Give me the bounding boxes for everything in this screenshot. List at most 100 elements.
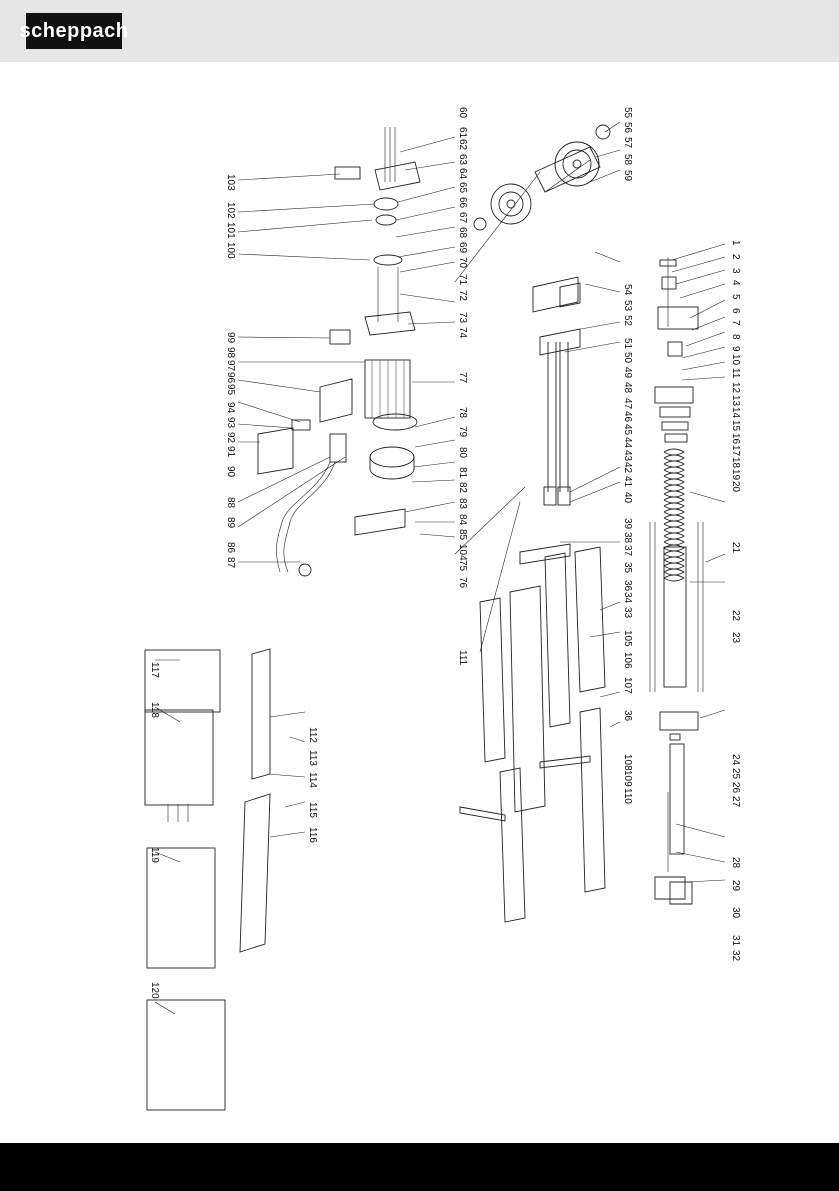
callout-41: 41 [622,476,633,488]
mesh-panels [144,648,271,1111]
callout-26: 26 [730,782,741,794]
page-header: scheppach [0,0,839,62]
callout-118: 118 [149,702,160,718]
callout-97: 97 [225,360,236,372]
callout-64: 64 [457,168,468,180]
callout-73: 73 [457,312,468,324]
callout-74: 74 [457,327,468,339]
callout-31: 31 [730,935,741,947]
callout-83: 83 [457,498,468,510]
callout-77: 77 [457,372,468,384]
wheel-assembly [473,124,611,231]
callout-54: 54 [622,284,633,296]
callout-14: 14 [730,407,741,419]
callout-120: 120 [149,982,160,999]
callout-3: 3 [730,268,741,274]
callout-113: 113 [307,750,318,766]
callout-111: 111 [457,650,468,666]
callout-109: 109 [622,770,633,787]
callout-116: 116 [307,827,318,843]
callout-51: 51 [622,338,633,350]
callout-100: 100 [225,242,236,259]
callout-110: 110 [622,788,633,804]
callout-9: 9 [730,346,741,352]
callout-72: 72 [457,290,468,302]
callout-4: 4 [730,280,741,286]
callout-59: 59 [622,170,633,182]
callout-108: 108 [622,754,633,771]
callout-81: 81 [457,467,468,479]
callout-90: 90 [225,466,236,478]
callout-30: 30 [730,907,741,919]
callout-60: 60 [457,107,468,119]
callout-20: 20 [730,481,741,493]
motor-assembly [329,127,421,536]
callout-62: 62 [457,139,468,151]
callout-29: 29 [730,880,741,892]
callout-34: 34 [622,592,633,604]
callout-65: 65 [457,182,468,194]
callout-46: 46 [622,411,633,423]
callout-114: 114 [307,772,318,788]
callout-105: 105 [622,630,633,647]
callout-12: 12 [730,382,741,394]
callout-115: 115 [307,802,318,818]
callout-23: 23 [730,632,741,644]
callout-45: 45 [622,424,633,436]
callout-24: 24 [730,754,741,766]
callout-16: 16 [730,433,741,445]
callout-35: 35 [622,562,633,574]
callout-6: 6 [730,308,741,314]
callout-21: 21 [730,542,741,554]
callout-11: 11 [730,368,741,379]
callout-2: 2 [730,254,741,260]
callout-112: 112 [307,727,318,743]
callout-78: 78 [457,407,468,419]
callout-32: 32 [730,950,741,962]
callout-52: 52 [622,315,633,327]
callout-27: 27 [730,796,741,808]
callout-87: 87 [225,557,236,569]
callout-88: 88 [225,497,236,509]
callout-69: 69 [457,242,468,254]
callout-43: 43 [622,450,633,462]
callout-85: 85 [457,529,468,541]
callout-76: 76 [457,577,468,589]
callout-39: 39 [622,518,633,530]
callout-93: 93 [225,417,236,429]
callout-84: 84 [457,514,468,526]
callout-5: 5 [730,294,741,300]
callout-98: 98 [225,347,236,359]
callout-99: 99 [225,332,236,344]
callout-53: 53 [622,300,633,312]
callout-102: 102 [225,202,236,219]
callout-101: 101 [225,222,236,239]
callout-leaders [154,121,726,1015]
callout-61: 61 [457,127,468,139]
callout-38: 38 [622,532,633,544]
callout-15: 15 [730,420,741,432]
control-box-assembly [257,378,353,577]
callout-labels: 1 2 3 4 5 6 7 8 9 10 11 12 13 14 15 16 1… [149,107,741,999]
callout-33: 33 [622,607,633,619]
callout-106: 106 [622,652,633,669]
callout-66: 66 [457,197,468,209]
callout-48: 48 [622,382,633,394]
callout-36: 36 [622,580,633,592]
callout-79: 79 [457,426,468,438]
callout-91: 91 [225,446,236,458]
callout-103: 103 [225,174,236,191]
brand-logo: scheppach [20,13,128,49]
callout-82: 82 [457,482,468,494]
frame-beams [459,276,606,923]
callout-75: 75 [457,560,468,572]
callout-49: 49 [622,367,633,379]
callout-37: 37 [622,545,633,557]
callout-56: 56 [622,122,633,134]
callout-92: 92 [225,432,236,444]
callout-71: 71 [457,274,468,286]
callout-63: 63 [457,154,468,166]
callout-89: 89 [225,517,236,529]
callout-8: 8 [730,334,741,340]
callout-42: 42 [622,462,633,474]
